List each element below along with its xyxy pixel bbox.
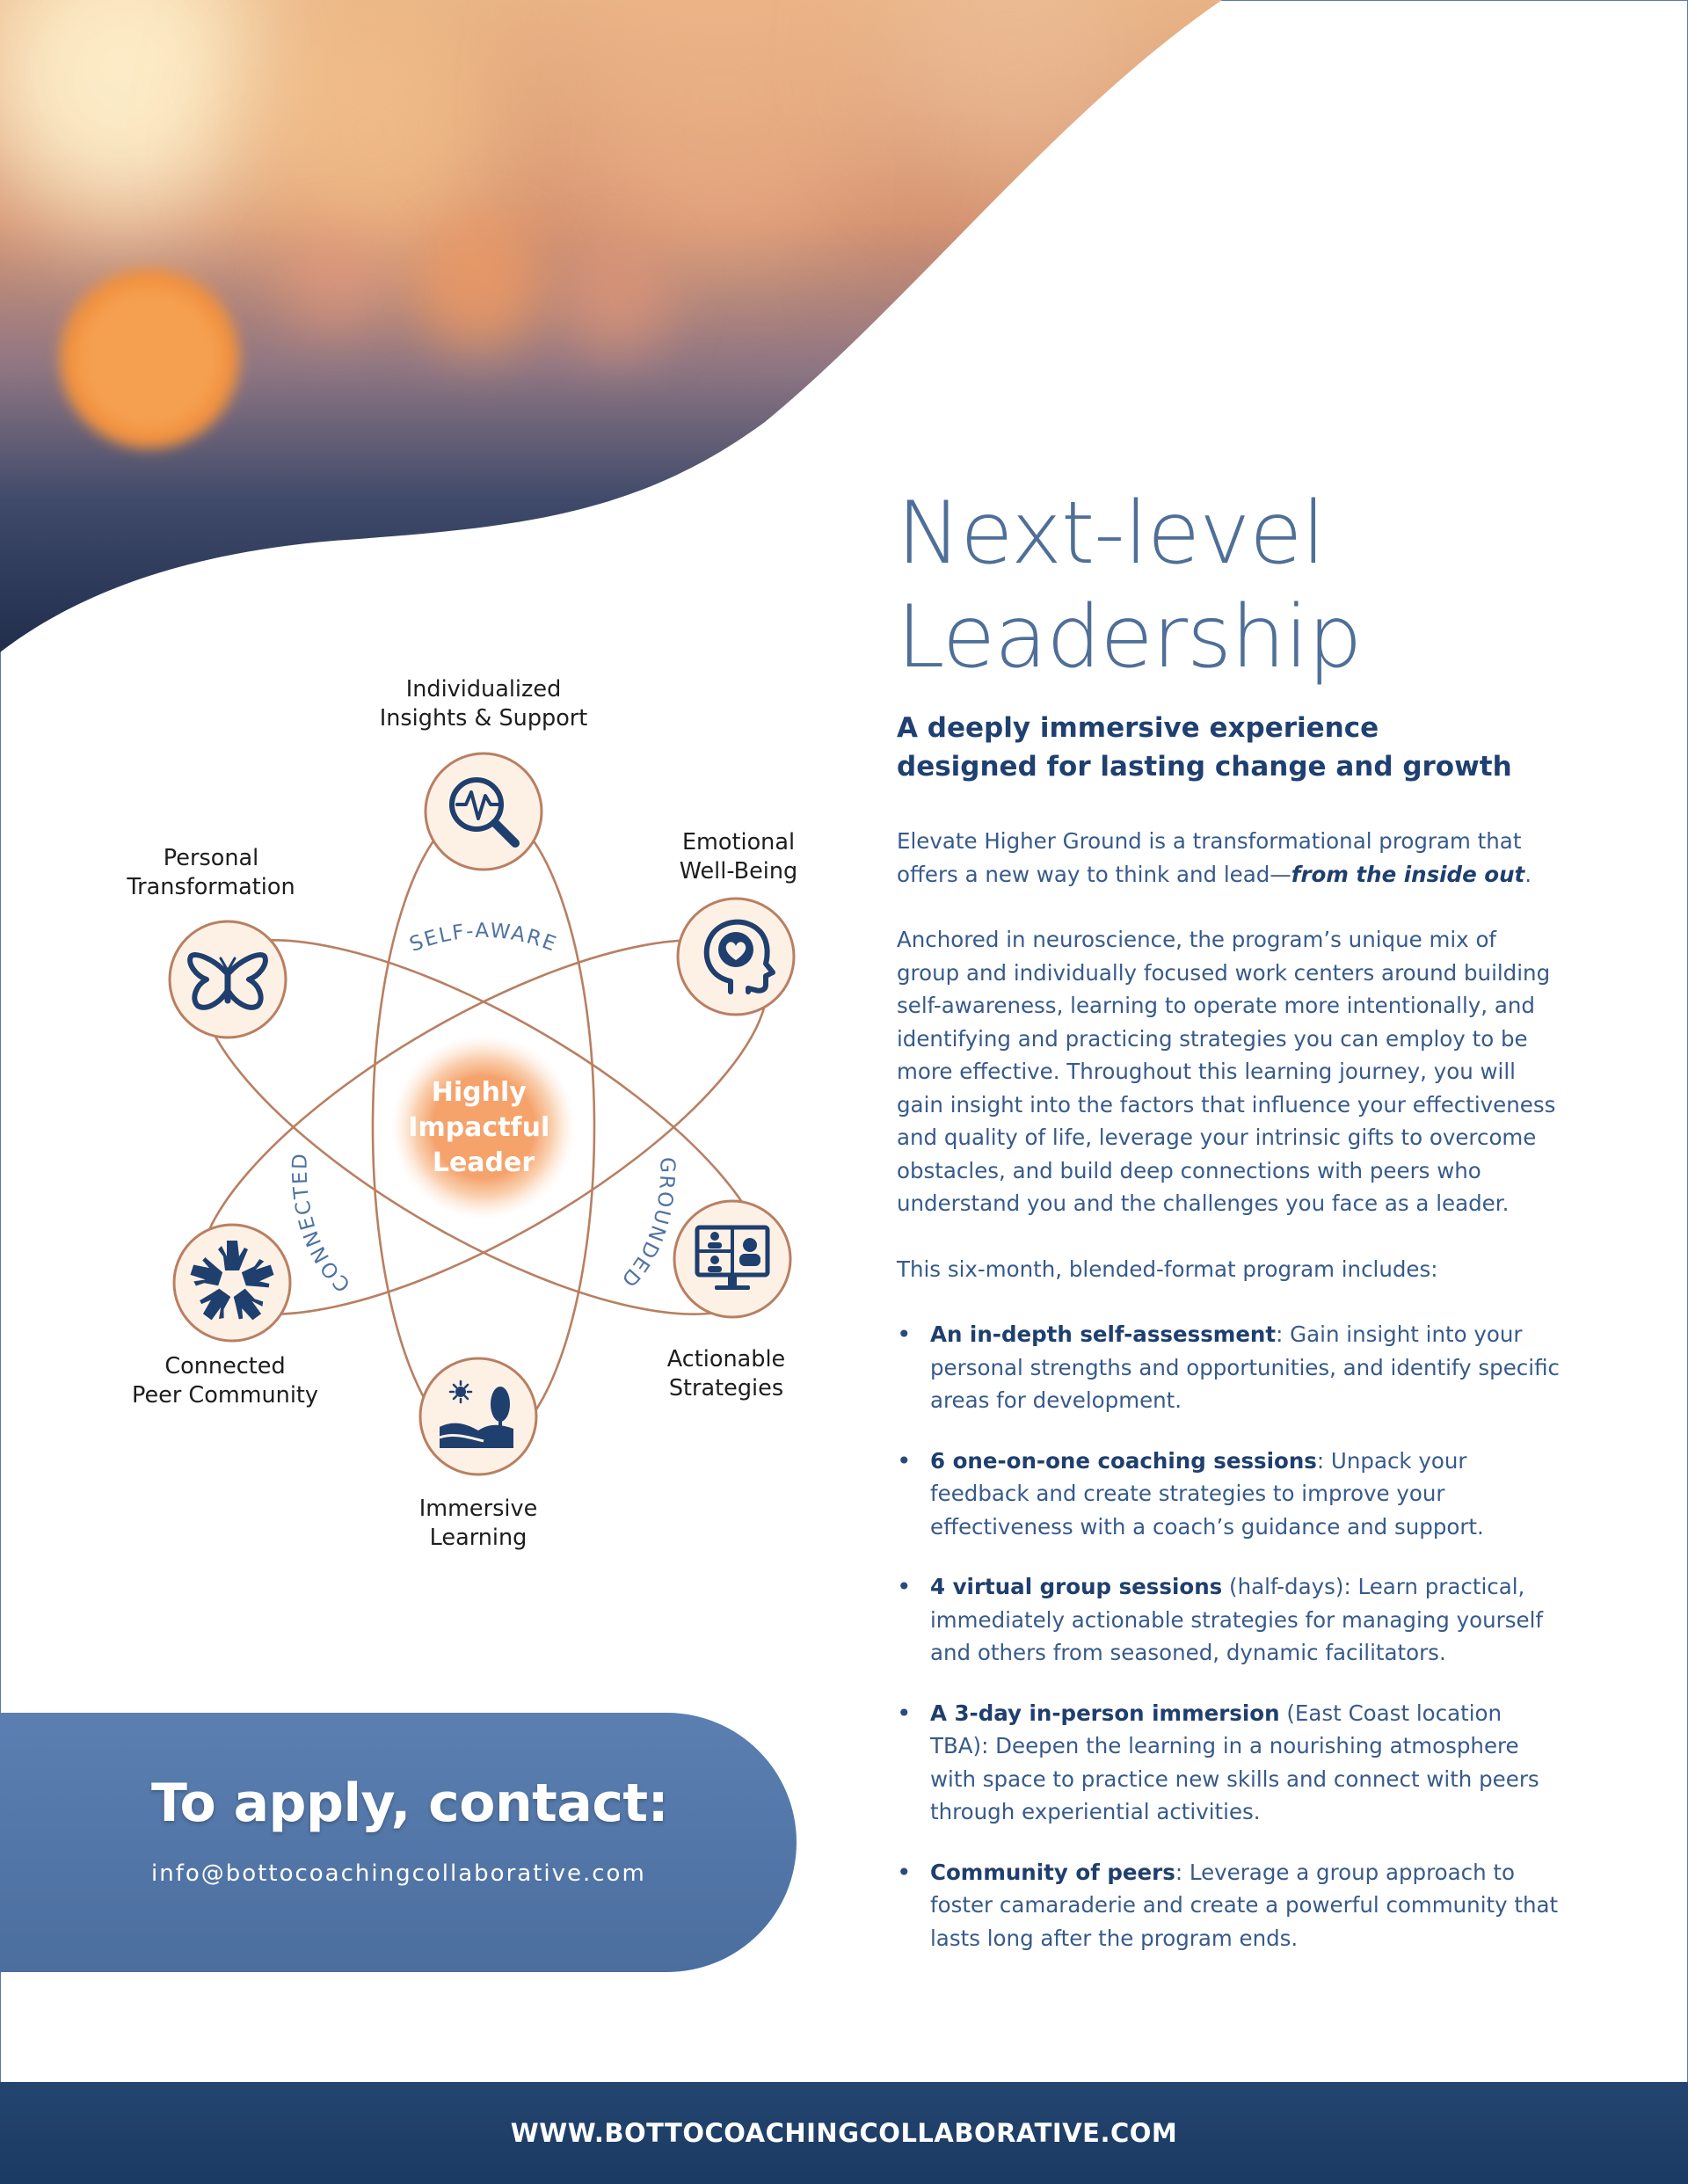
label-emotional: Emotional Well-Being [580,828,897,886]
node-immersive [418,1357,538,1476]
node-actionable [673,1199,792,1319]
arc-label-self-aware: SELF-AWARE [407,920,561,957]
list-item-title: An in-depth self-assessment [930,1321,1277,1347]
apply-heading: To apply, contact: [151,1773,669,1834]
subtitle-line-1: A deeply immersive experience [897,712,1379,744]
intro-end: . [1524,861,1532,887]
list-item: 4 virtual group sessions (half-days): Le… [897,1570,1565,1670]
intro-paragraph: Elevate Higher Ground is a transformatio… [897,825,1565,891]
hero-sunset-image [0,0,1222,652]
label-emotional-line-1: Emotional [681,829,796,855]
node-insights [424,752,543,871]
list-item-text: (East Coast location TBA): Deepen the le… [930,1700,1539,1825]
page-title: Next-level Leadership [897,482,1653,689]
list-item-text: (half-days): Learn practical, immediatel… [930,1574,1544,1665]
label-personal-line-1: Personal [163,845,259,871]
body-text: Elevate Higher Ground is a transformatio… [897,825,1565,1982]
list-item-title: Community of peers [930,1859,1175,1885]
leadership-diagram: Highly Impactful Leader SELF-AWARE GROUN… [106,668,862,1583]
subtitle-line-2: designed for lasting change and growth [897,751,1512,783]
list-item-text: : Unpack your feedback and create strate… [930,1447,1484,1540]
label-immersive-line-1: Immersive [418,1496,538,1522]
list-item-text: : Leverage a group approach to foster ca… [930,1859,1559,1951]
magnifier-pulse-icon [449,777,520,848]
center-line-3: Leader [433,1147,535,1178]
landscape-tree-icon [439,1380,513,1448]
label-actionable: Actionable Strategies [568,1345,884,1403]
title-line-2: Leadership [897,587,1363,688]
program-includes-list: An in-depth self-assessment: Gain insigh… [897,1318,1565,1955]
neuroscience-paragraph: Anchored in neuroscience, the program’s … [897,927,1556,1216]
list-item-title: A 3-day in-person immersion [930,1700,1280,1726]
node-personal [168,920,287,1039]
video-meeting-icon [695,1225,770,1290]
list-item: 6 one-on-one coaching sessions: Unpack y… [897,1445,1565,1544]
butterfly-icon [187,952,268,1010]
head-heart-icon [703,919,775,994]
page-subtitle: A deeply immersive experience designed f… [897,709,1653,786]
list-item: A 3-day in-person immersion (East Coast … [897,1697,1565,1829]
joined-hands-icon [187,1241,278,1327]
label-emotional-line-2: Well-Being [679,858,798,885]
center-line-2: Impactful [408,1112,549,1143]
list-item: An in-depth self-assessment: Gain insigh… [897,1318,1565,1417]
label-insights: Individualized Insights & Support [325,675,642,733]
arc-label-grounded: GROUNDED [615,1157,678,1292]
apply-panel [0,1713,797,1972]
label-connected-line-1: Connected [164,1353,286,1380]
label-immersive: Immersive Learning [320,1495,637,1553]
center-label: Highly Impactful Leader [408,1077,558,1178]
label-immersive-line-2: Learning [429,1525,528,1551]
apply-email-link[interactable]: info@bottocoachingcollaborative.com [151,1860,646,1887]
label-personal: Personal Transformation [53,844,369,902]
intro-emphasis: from the inside out [1291,861,1525,887]
node-connected [172,1223,292,1343]
label-connected-line-2: Peer Community [131,1382,319,1409]
center-glow [391,1035,576,1219]
arc-label-connected: CONNECTED [288,1152,354,1296]
center-line-1: Highly [432,1077,528,1108]
label-actionable-line-1: Actionable [666,1346,786,1372]
label-personal-line-2: Transformation [127,874,295,900]
label-actionable-line-2: Strategies [668,1375,784,1401]
includes-intro: This six-month, blended-format program i… [897,1256,1438,1282]
list-item-title: 4 virtual group sessions [930,1574,1223,1599]
intro-text: Elevate Higher Ground is a transformatio… [897,828,1522,887]
footer-bar: WWW.BOTTOCOACHINGCOLLABORATIVE.COM [0,2082,1688,2184]
footer-website-link[interactable]: WWW.BOTTOCOACHINGCOLLABORATIVE.COM [510,2118,1178,2148]
list-item: Community of peers: Leverage a group app… [897,1856,1565,1955]
orbit-diagram: Highly Impactful Leader SELF-AWARE GROUN… [168,752,796,1476]
list-item-title: 6 one-on-one coaching sessions [930,1447,1317,1474]
label-connected: Connected Peer Community [67,1352,383,1410]
label-insights-line-1: Individualized [405,676,562,703]
title-line-1: Next-level [897,484,1326,584]
label-insights-line-2: Insights & Support [379,705,588,732]
node-emotional [676,897,796,1016]
list-item-text: : Gain insight into your personal streng… [930,1321,1560,1413]
